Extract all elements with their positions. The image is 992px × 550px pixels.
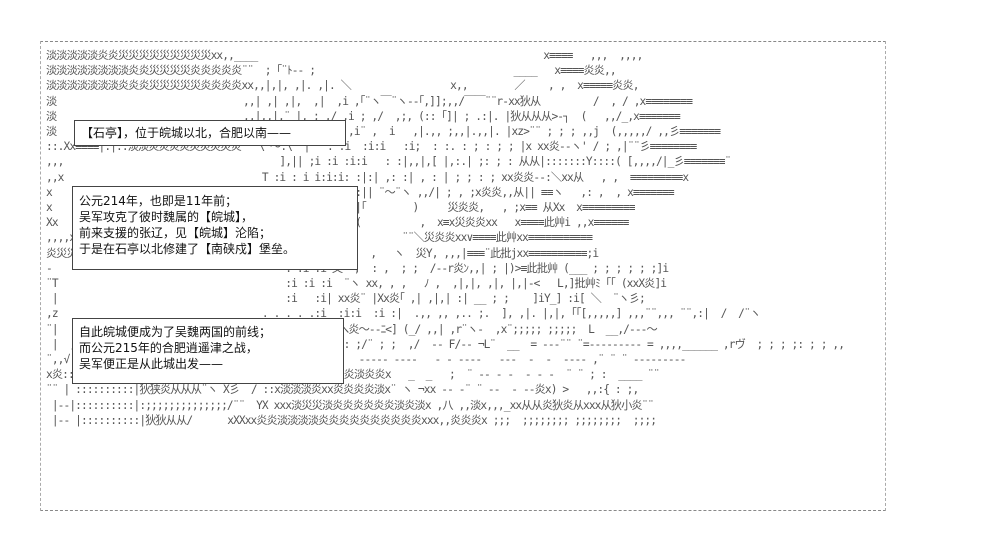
art-frame bbox=[40, 41, 886, 511]
art-line: | :i :i| xx炎¨ |Xx炎｢ ,| ,|,| :| __ ; ; ]i… bbox=[46, 292, 646, 306]
caption-line: 而公元215年的合肥逍遥津之战， bbox=[79, 341, 258, 355]
ascii-art-illustration: 淡淡淡淡淡炎炎災災災災災災災災災xx,,____ x≡≡≡≡ ,,, ,,,, 淡… bbox=[46, 48, 882, 506]
caption-box-frontline: 自此皖城便成为了吴魏两国的前线； 而公元215年的合肥逍遥津之战， 吴军便正是从… bbox=[72, 318, 344, 384]
art-line: ¨T :i :i :i ¨ヽ xx, , , ﾉ , ,|,|, ,|, |,|… bbox=[46, 277, 667, 291]
caption-line: 自此皖城便成为了吴魏两国的前线； bbox=[79, 325, 272, 339]
art-line: 淡淡淡淡淡淡淡炎炎炎災災災災災炎炎炎炎xx,,|,|, ,|. ,|. ＼ x,… bbox=[46, 79, 639, 93]
caption-box-location: 【石亭】，位于皖城以北，合肥以南—— bbox=[74, 120, 346, 146]
art-line: 淡 ,,|,,|,¨ |, ; ,/ ,i ; ,/ ,;, (:: ｢]| ;… bbox=[46, 109, 681, 123]
art-line: ¨¨ | ::::::::::|狄狭炎从从从¨ヽ X彡 / ::x淡淡淡炎xx炎… bbox=[46, 383, 639, 397]
art-line: 淡淡淡淡淡炎炎災災災災災災災災災xx,,____ x≡≡≡≡ ,,, ,,,, bbox=[46, 49, 643, 62]
art-line: ,,, ],|| ;i :i :i:i : :|,,|,[ |,:.| ;: ;… bbox=[46, 155, 731, 169]
caption-line: 前来支援的张辽，见【皖城】沦陷； bbox=[79, 226, 272, 240]
caption-line: 吴军便正是从此城出发—— bbox=[79, 357, 224, 371]
art-line: ,z . . . . .:i :i:i :i :| .,, ,, ,.. ;. … bbox=[46, 307, 761, 321]
caption-line: 公元214年，也即是11年前； bbox=[79, 194, 238, 208]
caption-line: 于是在石亭以北修建了【南硖戍】堡垒。 bbox=[79, 242, 296, 256]
art-line: |--|::::::::::|:;;;;;;;;;;;;;;/¨¨ YX xxx… bbox=[46, 398, 654, 412]
art-line: 淡 ,,| ,| ,|, ,| ,i ,｢¨ヽ￣¨ヽ--｢,]];,,/￣￣¨¨… bbox=[46, 94, 693, 108]
caption-line: 【石亭】，位于皖城以北，合肥以南—— bbox=[81, 126, 292, 140]
art-line: ,,x T :i : i i:i:i: :|:| ,: :| , : | ; ;… bbox=[46, 170, 689, 184]
caption-line: 吴军攻克了彼时魏属的【皖城】， bbox=[79, 210, 254, 224]
art-line: 淡淡淡淡淡淡淡淡炎炎災災災災炎炎炎炎炎¨¨ ; ｢¨ﾄ-- ; ____ x≡≡… bbox=[46, 64, 617, 78]
art-line: |-- |::::::::::|狄狄从从/ xXXxx炎炎淡淡淡淡炎炎炎炎炎炎炎… bbox=[46, 413, 657, 427]
caption-box-history: 公元214年，也即是11年前； 吴军攻克了彼时魏属的【皖城】， 前来支援的张辽，… bbox=[72, 186, 358, 270]
